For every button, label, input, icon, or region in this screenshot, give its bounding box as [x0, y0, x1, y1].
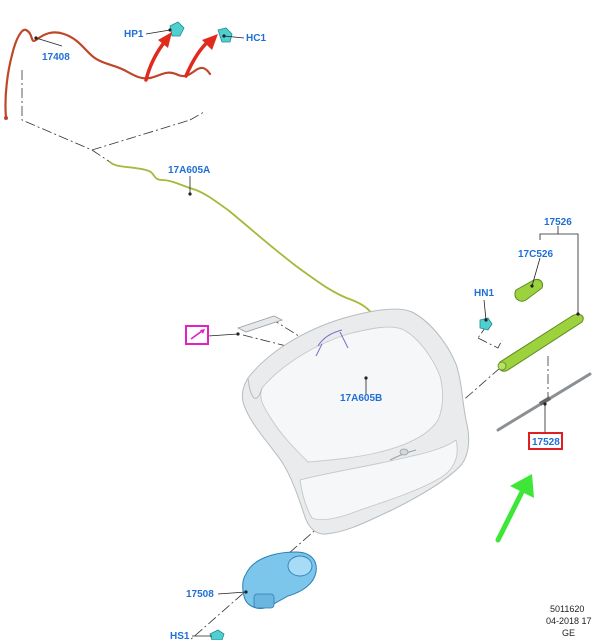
label-part-17a605b: 17A605B	[340, 393, 382, 404]
footer-code: 5011620	[550, 604, 584, 614]
connector-hn1	[479, 317, 493, 331]
wiper-blade	[496, 372, 592, 432]
wiper-arm-cover	[514, 279, 543, 302]
footer-date: 04-2018 17	[546, 616, 592, 626]
label-part-17408: 17408	[42, 52, 70, 63]
trim-bracket	[236, 315, 284, 333]
tailgate-panel	[241, 308, 470, 535]
leader-lines	[34, 28, 580, 637]
label-part-17c526: 17C526	[518, 249, 553, 260]
connector-hs1	[209, 629, 225, 640]
label-hs1: HS1	[170, 631, 190, 640]
part-17528-highlight-box	[528, 432, 563, 450]
label-hn1: HN1	[474, 288, 494, 299]
label-part-17526: 17526	[544, 217, 572, 228]
wiper-arm-assembly	[497, 313, 584, 372]
label-part-17a605a: 17A605A	[168, 165, 210, 176]
roof-wiring-harness	[4, 28, 212, 120]
footer-lang: GE	[562, 628, 575, 638]
wiper-motor	[242, 551, 317, 609]
label-hp1: HP1	[124, 29, 144, 40]
connector-hp1	[169, 21, 185, 37]
red-pointer-arrows	[144, 32, 218, 82]
pencil-clip-icon	[190, 329, 205, 340]
clip-symbol-box	[185, 325, 209, 345]
tailgate-wiring-harness	[109, 161, 375, 317]
label-part-17528: 17528	[532, 437, 560, 448]
green-pointer-arrow	[495, 474, 534, 543]
label-part-17508: 17508	[186, 589, 214, 600]
label-hc1: HC1	[246, 33, 266, 44]
